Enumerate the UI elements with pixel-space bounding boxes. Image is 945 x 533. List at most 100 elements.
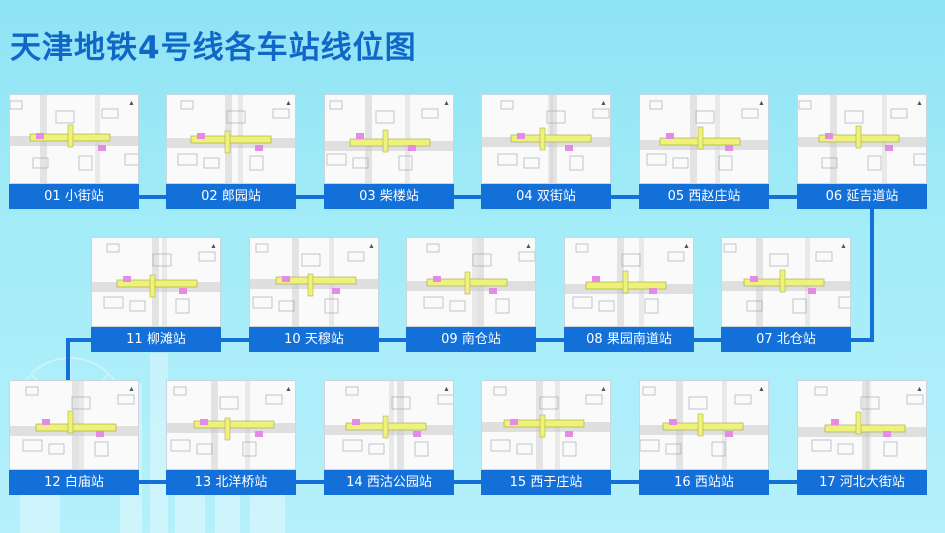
station-structure: [883, 431, 891, 437]
site-plan-drawing: ▲: [167, 381, 295, 469]
north-arrow-icon: ▲: [285, 100, 292, 107]
building-outline: [495, 298, 510, 314]
route-line: [454, 480, 484, 484]
station-entrance: [539, 127, 546, 151]
building-outline: [497, 153, 518, 166]
building-outline: [814, 386, 828, 396]
route-line: [769, 195, 799, 199]
building-outline: [860, 396, 880, 410]
station-card[interactable]: ▲ 13 北洋桥站: [166, 380, 296, 495]
station-corridor: [824, 424, 906, 433]
station-structure: [408, 145, 416, 151]
station-card[interactable]: ▲ 12 白庙站: [9, 380, 139, 495]
station-entrance: [779, 269, 786, 293]
building-outline: [301, 253, 321, 267]
station-structure: [489, 288, 497, 294]
building-outline: [129, 300, 146, 312]
building-outline: [25, 386, 39, 396]
station-site-plan: ▲: [324, 380, 454, 470]
station-card[interactable]: ▲ 14 西沽公园站: [324, 380, 454, 495]
north-arrow-icon: ▲: [368, 243, 375, 250]
building-outline: [342, 439, 363, 452]
station-entrance: [67, 124, 74, 148]
page-title: 天津地铁4号线各车站线位图: [10, 30, 417, 66]
station-corridor: [193, 420, 275, 429]
route-line: [296, 480, 326, 484]
building-outline: [175, 298, 190, 314]
building-outline: [913, 153, 926, 166]
building-outline: [821, 157, 838, 169]
station-structure: [98, 145, 106, 151]
north-arrow-icon: ▲: [683, 243, 690, 250]
building-outline: [255, 243, 269, 253]
building-outline: [101, 108, 119, 119]
station-site-plan: ▲: [166, 94, 296, 184]
north-arrow-icon: ▲: [285, 386, 292, 393]
building-outline: [640, 439, 660, 452]
north-arrow-icon: ▲: [600, 100, 607, 107]
building-outline: [798, 100, 812, 110]
station-entrance: [464, 271, 471, 295]
building-outline: [437, 394, 453, 405]
building-outline: [10, 100, 23, 110]
station-corridor: [116, 279, 198, 288]
building-outline: [94, 441, 109, 457]
building-outline: [490, 439, 511, 452]
building-outline: [196, 443, 213, 455]
station-entrance: [149, 274, 156, 298]
station-card[interactable]: ▲ 03 柴楼站: [324, 94, 454, 209]
station-label: 03 柴楼站: [324, 184, 454, 209]
station-card[interactable]: ▲ 08 果园南道站: [564, 237, 694, 352]
station-card[interactable]: ▲ 10 天穆站: [249, 237, 379, 352]
building-outline: [345, 386, 359, 396]
building-outline: [649, 100, 663, 110]
building-outline: [352, 157, 369, 169]
station-structure: [356, 133, 364, 139]
station-corridor: [35, 423, 117, 432]
site-plan-drawing: ▲: [640, 381, 768, 469]
building-outline: [688, 396, 708, 410]
route-line: [221, 338, 251, 342]
site-plan-drawing: ▲: [798, 381, 926, 469]
station-entrance: [855, 125, 862, 149]
building-outline: [811, 439, 832, 452]
building-outline: [173, 386, 187, 396]
station-card[interactable]: ▲ 16 西站站: [639, 380, 769, 495]
station-structure: [649, 288, 657, 294]
building-outline: [391, 396, 411, 410]
station-site-plan: ▲: [797, 380, 927, 470]
north-arrow-icon: ▲: [758, 100, 765, 107]
building-outline: [718, 155, 733, 171]
route-line: [66, 338, 94, 342]
building-outline: [398, 155, 413, 171]
north-arrow-icon: ▲: [840, 243, 847, 250]
station-card[interactable]: ▲ 17 河北大街站: [797, 380, 927, 495]
site-plan-drawing: ▲: [722, 238, 850, 326]
north-arrow-icon: ▲: [916, 100, 923, 107]
building-outline: [177, 153, 198, 166]
station-card[interactable]: ▲ 04 双街站: [481, 94, 611, 209]
station-card[interactable]: ▲ 06 延吉道站: [797, 94, 927, 209]
station-card[interactable]: ▲ 05 西赵庄站: [639, 94, 769, 209]
north-arrow-icon: ▲: [600, 386, 607, 393]
building-outline: [375, 110, 395, 124]
site-plan-drawing: ▲: [407, 238, 535, 326]
building-outline: [414, 441, 429, 457]
station-card[interactable]: ▲ 11 柳滩站: [91, 237, 221, 352]
station-label: 16 西站站: [639, 470, 769, 495]
station-card[interactable]: ▲ 02 郎园站: [166, 94, 296, 209]
site-plan-drawing: ▲: [325, 95, 453, 183]
station-card[interactable]: ▲ 09 南仓站: [406, 237, 536, 352]
building-outline: [106, 243, 120, 253]
station-card[interactable]: ▲ 01 小街站: [9, 94, 139, 209]
building-outline: [539, 396, 559, 410]
route-line: [611, 195, 641, 199]
route-line: [536, 338, 566, 342]
building-outline: [667, 251, 685, 262]
station-card[interactable]: ▲ 15 西于庄站: [481, 380, 611, 495]
building-outline: [769, 253, 789, 267]
building-outline: [815, 251, 833, 262]
station-card[interactable]: ▲ 07 北仓站: [721, 237, 851, 352]
station-label: 12 白庙站: [9, 470, 139, 495]
site-plan-drawing: ▲: [565, 238, 693, 326]
